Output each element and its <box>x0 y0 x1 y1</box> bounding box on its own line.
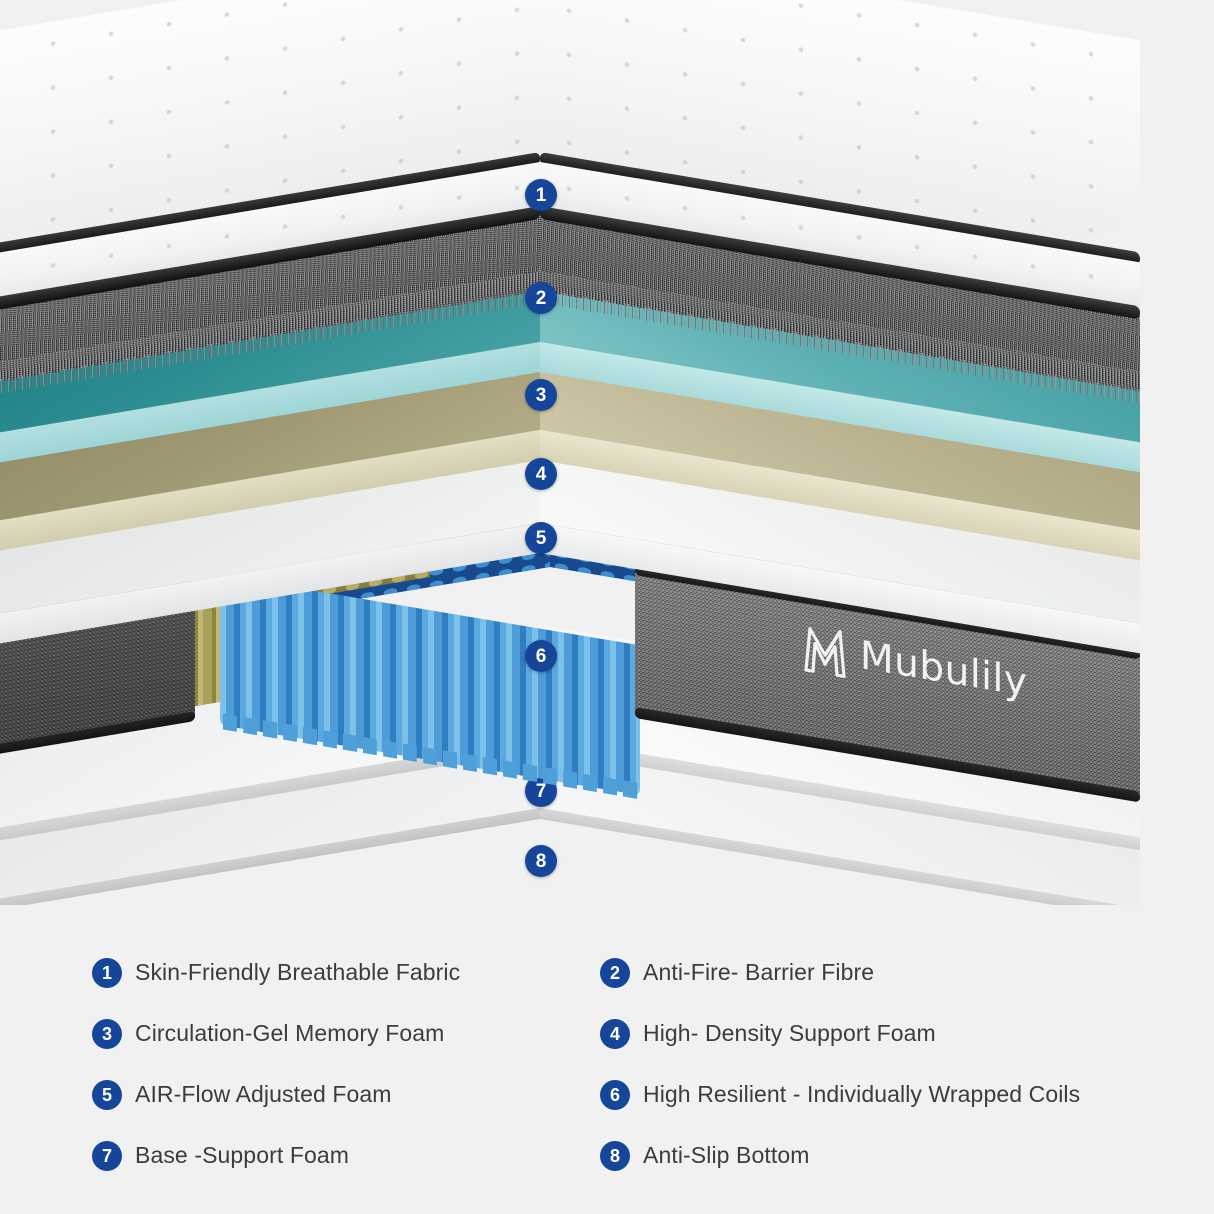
legend-label-4: High- Density Support Foam <box>643 1020 936 1046</box>
legend-badge-2: 2 <box>600 957 630 988</box>
legend-item[interactable]: 4 High- Density Support Foam <box>600 1003 1080 1064</box>
callout-badge-4: 4 <box>525 458 557 490</box>
layer-legend: 1 Skin-Friendly Breathable Fabric 3 Circ… <box>0 905 1214 1214</box>
legend-column-right: 2 Anti-Fire- Barrier Fibre 4 High- Densi… <box>600 942 1080 1186</box>
legend-item[interactable]: 6 High Resilient - Individually Wrapped … <box>600 1064 1080 1125</box>
layer-1-breathable-fabric <box>0 0 1214 335</box>
legend-badge-1: 1 <box>92 957 122 988</box>
mattress-exploded-diagram: 8 7 <box>0 0 1214 905</box>
legend-label-3: Circulation-Gel Memory Foam <box>135 1020 445 1046</box>
legend-item[interactable]: 7 Base -Support Foam <box>92 1125 460 1186</box>
legend-item[interactable]: 2 Anti-Fire- Barrier Fibre <box>600 942 1080 1003</box>
callout-badge-3: 3 <box>525 379 557 411</box>
legend-item[interactable]: 3 Circulation-Gel Memory Foam <box>92 1003 460 1064</box>
callout-badge-2: 2 <box>525 282 557 314</box>
legend-badge-7: 7 <box>92 1140 122 1171</box>
legend-item[interactable]: 1 Skin-Friendly Breathable Fabric <box>92 942 460 1003</box>
callout-badge-5: 5 <box>525 522 557 554</box>
legend-label-8: Anti-Slip Bottom <box>643 1142 810 1168</box>
legend-label-7: Base -Support Foam <box>135 1142 350 1168</box>
legend-item[interactable]: 8 Anti-Slip Bottom <box>600 1125 1080 1186</box>
legend-badge-4: 4 <box>600 1018 630 1049</box>
legend-label-6: High Resilient - Individually Wrapped Co… <box>643 1081 1081 1107</box>
callout-badge-1: 1 <box>525 179 557 211</box>
legend-label-5: AIR-Flow Adjusted Foam <box>135 1081 392 1107</box>
legend-item[interactable]: 5 AIR-Flow Adjusted Foam <box>92 1064 460 1125</box>
legend-badge-6: 6 <box>600 1079 630 1110</box>
legend-badge-5: 5 <box>92 1079 122 1110</box>
legend-column-left: 1 Skin-Friendly Breathable Fabric 3 Circ… <box>92 942 460 1186</box>
legend-label-1: Skin-Friendly Breathable Fabric <box>135 959 461 985</box>
m-monogram-icon <box>804 627 846 678</box>
legend-label-2: Anti-Fire- Barrier Fibre <box>643 959 875 985</box>
callout-badge-6: 6 <box>525 640 557 672</box>
legend-badge-3: 3 <box>92 1018 122 1049</box>
brand-logo: Mubulily <box>800 610 1130 735</box>
layer-6-wrapped-coils: Mubulily <box>0 455 1214 803</box>
callout-badge-8: 8 <box>525 845 557 877</box>
legend-badge-8: 8 <box>600 1140 630 1171</box>
